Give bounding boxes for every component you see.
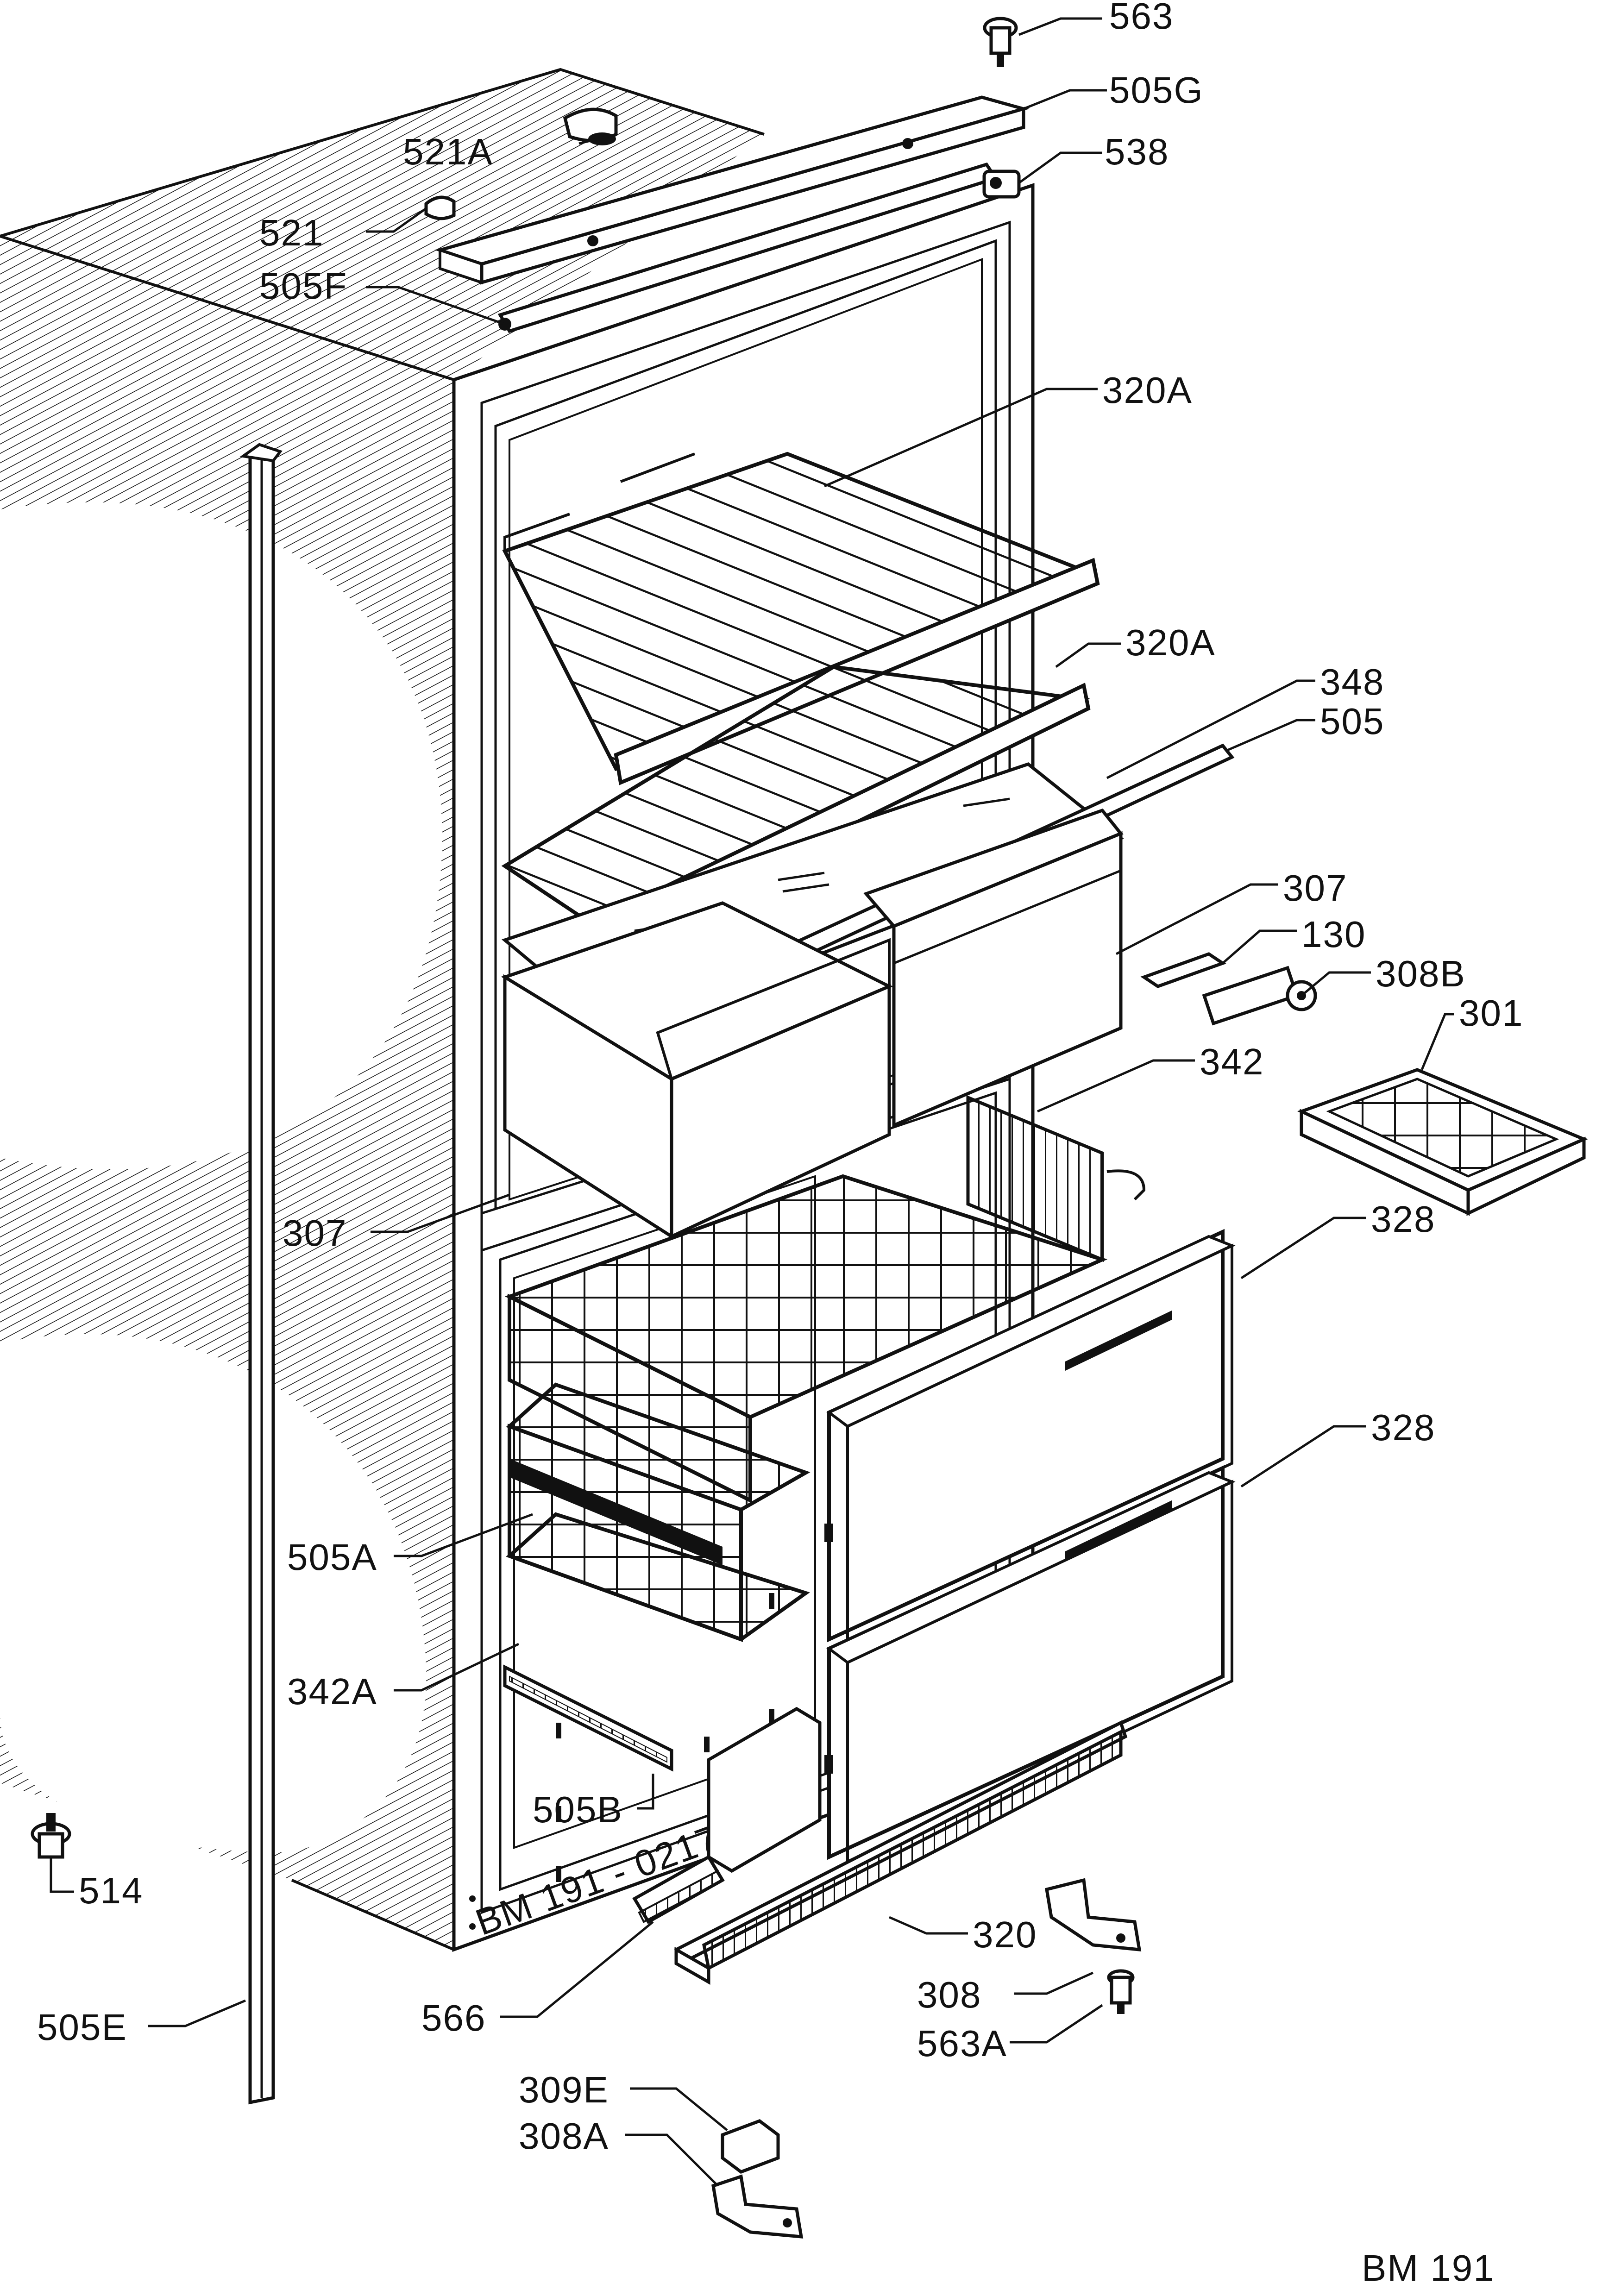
label-342: 342 bbox=[1200, 1041, 1264, 1082]
callout-labels: 563 505G 521A 538 521 505F 320A 320A 348… bbox=[37, 0, 1523, 2289]
label-505a: 505A bbox=[287, 1537, 377, 1578]
control-566 bbox=[632, 1706, 822, 1924]
label-307-left: 307 bbox=[283, 1212, 347, 1254]
drawing-code: BM 191 bbox=[1362, 2247, 1495, 2289]
rail-505b bbox=[503, 1664, 673, 1772]
label-320a-top: 320A bbox=[1102, 370, 1193, 411]
drawer-front-328-bottom bbox=[824, 1465, 1236, 1864]
bracket-308 bbox=[1045, 1878, 1142, 1951]
drawer-front-328-top bbox=[824, 1229, 1236, 1646]
label-130: 130 bbox=[1301, 914, 1366, 955]
label-320a-mid: 320A bbox=[1125, 622, 1216, 663]
bracket-308a bbox=[711, 2174, 804, 2239]
label-505e: 505E bbox=[37, 2007, 127, 2048]
strip-130 bbox=[1140, 952, 1226, 988]
drawer-307-right bbox=[863, 808, 1124, 1128]
cap-521 bbox=[424, 195, 456, 220]
label-505f: 505F bbox=[259, 265, 347, 307]
label-538: 538 bbox=[1105, 131, 1169, 172]
vent-grille-320 bbox=[674, 1720, 1128, 1985]
hinge-538 bbox=[982, 169, 1021, 199]
screw-563a bbox=[1107, 1969, 1135, 2014]
label-328-top: 328 bbox=[1371, 1198, 1435, 1240]
connector-309e bbox=[721, 2119, 780, 2174]
label-563: 563 bbox=[1109, 0, 1174, 37]
label-320: 320 bbox=[973, 1914, 1037, 1955]
knob-563 bbox=[983, 17, 1018, 67]
label-308a: 308A bbox=[519, 2115, 609, 2157]
hinge-308b bbox=[1202, 966, 1317, 1026]
label-563a: 563A bbox=[917, 2023, 1007, 2064]
label-308b: 308B bbox=[1376, 953, 1466, 994]
door-strip-505e bbox=[239, 443, 283, 2105]
ice-tray-301 bbox=[1297, 1068, 1588, 1216]
label-309e: 309E bbox=[519, 2069, 609, 2110]
label-521: 521 bbox=[259, 212, 324, 253]
label-505g: 505G bbox=[1109, 69, 1204, 111]
basket-342a bbox=[506, 1382, 810, 1642]
drawer-307-left bbox=[501, 901, 893, 1240]
label-328-bottom: 328 bbox=[1371, 1407, 1435, 1448]
leader-lines bbox=[50, 17, 1454, 2187]
label-308: 308 bbox=[917, 1974, 981, 2015]
label-566: 566 bbox=[421, 1997, 486, 2039]
label-307-right: 307 bbox=[1283, 867, 1347, 909]
label-342a: 342A bbox=[287, 1671, 377, 1712]
label-505: 505 bbox=[1320, 701, 1384, 742]
label-521a: 521A bbox=[403, 131, 493, 172]
top-trim-505g bbox=[434, 95, 1030, 285]
label-505b: 505B bbox=[533, 1789, 623, 1830]
label-348: 348 bbox=[1320, 661, 1384, 703]
label-514: 514 bbox=[79, 1870, 143, 1911]
rail-505a bbox=[509, 1459, 723, 1565]
foot-514 bbox=[31, 1813, 71, 1859]
label-301: 301 bbox=[1459, 992, 1523, 1034]
